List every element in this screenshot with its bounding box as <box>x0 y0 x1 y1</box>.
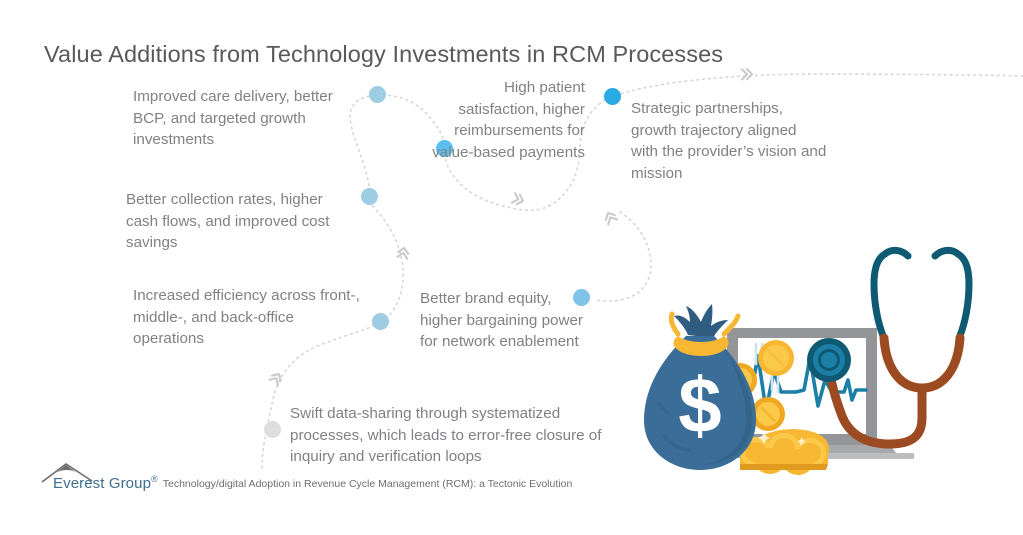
callout-improved-care-delivery: Improved care delivery, better BCP, and … <box>133 88 333 148</box>
path-segment-3 <box>369 196 404 323</box>
dollar-sign: $ <box>678 361 721 449</box>
coin-stack-icon <box>740 429 829 475</box>
page-title: Value Additions from Technology Investme… <box>44 41 724 67</box>
everest-group-logo: Everest Group® <box>41 463 158 492</box>
milestone-dot-high-patient-satisfaction[interactable] <box>436 140 453 157</box>
callout-high-patient-satisfaction: High patient satisfaction, higher reimbu… <box>432 79 585 161</box>
healthcare-revenue-illustration: $ <box>644 246 973 475</box>
callout-increased-efficiency: Increased efficiency across front-, midd… <box>133 287 360 347</box>
milestone-dot-better-brand-equity[interactable] <box>573 289 590 306</box>
milestone-dot-swift-data-sharing[interactable] <box>264 421 281 438</box>
milestone-dot-increased-efficiency[interactable] <box>372 313 389 330</box>
path-segment-8 <box>609 73 1023 98</box>
callout-swift-data-sharing: Swift data-sharing through systematized … <box>290 405 602 465</box>
logo-text: Everest Group® <box>46 471 158 492</box>
milestone-dot-improved-care-delivery[interactable] <box>369 86 386 103</box>
stethoscope-icon <box>807 246 973 449</box>
footer: Everest Group® Technology/digital Adopti… <box>41 463 573 492</box>
logo-name: Everest Group <box>53 475 152 492</box>
coin-icon-floating-1 <box>758 340 794 376</box>
footer-caption: Technology/digital Adoption in Revenue C… <box>162 478 573 490</box>
milestone-dot-strategic-partnerships[interactable] <box>604 88 621 105</box>
registered-mark: ® <box>151 474 158 484</box>
callout-better-collection-rates: Better collection rates, higher cash flo… <box>126 191 330 251</box>
callout-better-brand-equity: Better brand equity, higher bargaining p… <box>420 290 583 350</box>
milestone-dot-better-collection-rates[interactable] <box>361 188 378 205</box>
coin-icon-floating-3 <box>751 397 785 431</box>
mountain-peak-icon <box>41 463 93 483</box>
money-bag-icon: $ <box>644 304 756 470</box>
callout-strategic-partnerships: Strategic partnerships, growth trajector… <box>631 100 827 182</box>
